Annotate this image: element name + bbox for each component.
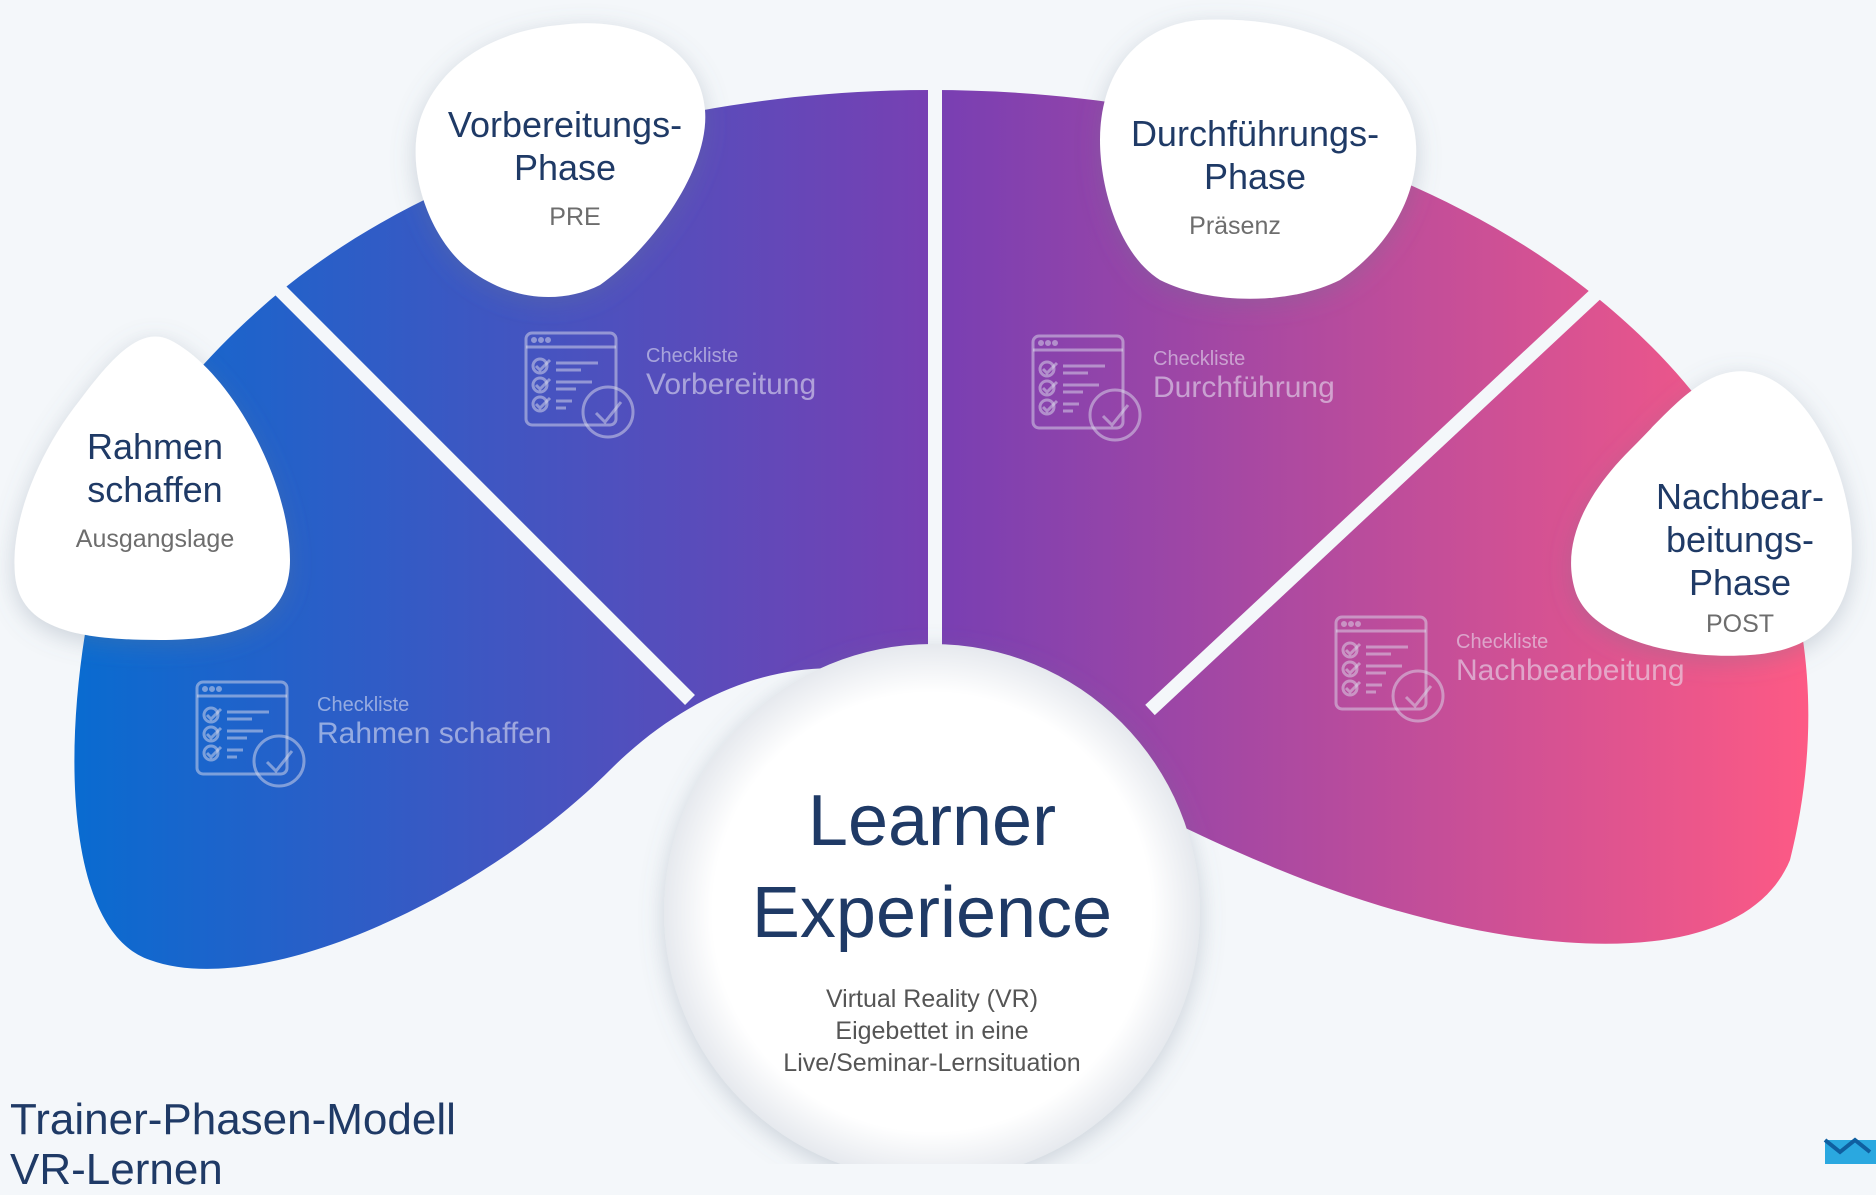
title-line: Vorbereitungs- — [447, 104, 683, 145]
checklist-icon — [195, 680, 306, 788]
center-content: Learner Experience Virtual Reality (VR) … — [700, 775, 1164, 1079]
page-title-line: VR-Lernen — [10, 1145, 223, 1194]
bubble-nachbearbeitung — [1571, 371, 1852, 656]
title-line: Nachbear- — [1655, 476, 1825, 517]
checklist-label: Checkliste — [1456, 631, 1549, 653]
title-line: beitungs- — [1665, 519, 1815, 560]
checklist-name: Vorbereitung — [646, 368, 817, 401]
center-sub-line: Eigebettet in eine — [835, 1017, 1029, 1045]
phase-rahmen-text: Rahmen schaffen Ausgangslage — [40, 425, 270, 554]
checklist-label: Checkliste — [317, 694, 410, 716]
center-sub-line: Live/Seminar-Lernsituation — [783, 1049, 1081, 1077]
center-sub-line: Virtual Reality (VR) — [825, 985, 1039, 1013]
bubble-vorbereitung — [415, 23, 706, 297]
checklist-icon — [1031, 334, 1142, 442]
phase-subtitle: POST — [1705, 610, 1775, 638]
title-line: Rahmen — [86, 426, 224, 467]
phase-subtitle: PRE — [549, 203, 601, 231]
bubble-durchfuehrung — [1100, 19, 1417, 299]
title-line: Phase — [1203, 156, 1307, 197]
segment-separators — [275, 40, 1605, 716]
phase-vorbereitung-text: Vorbereitungs- Phase PRE — [430, 103, 700, 232]
page-title: Trainer-Phasen-Modell VR-Lernen — [10, 1095, 456, 1195]
checklist-rahmen: Checkliste Rahmen schaffen — [317, 693, 552, 751]
title-line: Phase — [513, 147, 617, 188]
center-title-line: Learner — [807, 781, 1057, 861]
page-title-line: Trainer-Phasen-Modell — [10, 1095, 456, 1144]
checklist-name: Rahmen schaffen — [317, 717, 552, 750]
phase-title: Rahmen schaffen — [40, 425, 270, 511]
phase-diagram — [14, 19, 1876, 1164]
center-circle — [664, 644, 1200, 1164]
phase-title: Durchführungs- Phase — [1110, 112, 1400, 198]
checklist-name: Nachbearbeitung — [1456, 654, 1685, 687]
checklist-icon — [1334, 615, 1445, 723]
center-title-line: Experience — [751, 873, 1113, 953]
title-line: schaffen — [87, 469, 223, 510]
phase-nachbearbeitung-text: Nachbear- beitungs- Phase POST — [1620, 475, 1860, 639]
checklist-icons — [195, 331, 1445, 788]
title-line: Durchführungs- — [1130, 113, 1380, 154]
bubble-rahmen — [14, 336, 291, 640]
center-subtitle: Virtual Reality (VR) Eigebettet in eine … — [700, 983, 1164, 1079]
checklist-label: Checkliste — [1153, 348, 1246, 370]
phase-title: Vorbereitungs- Phase — [430, 103, 700, 189]
checklist-nachbearbeitung: Checkliste Nachbearbeitung — [1456, 630, 1685, 688]
checklist-name: Durchführung — [1153, 371, 1335, 404]
checklist-durchfuehrung: Checkliste Durchführung — [1153, 347, 1335, 405]
checklist-icon — [524, 331, 635, 439]
checklist-vorbereitung: Checkliste Vorbereitung — [646, 344, 816, 402]
phase-subtitle: Präsenz — [1189, 212, 1281, 240]
phase-title: Nachbear- beitungs- Phase — [1620, 475, 1860, 604]
title-line: Phase — [1688, 562, 1792, 603]
phase-durchfuehrung-text: Durchführungs- Phase Präsenz — [1110, 112, 1400, 241]
phase-subtitle: Ausgangslage — [75, 525, 235, 553]
logo-mark — [1823, 1137, 1876, 1164]
checklist-label: Checkliste — [646, 345, 739, 367]
